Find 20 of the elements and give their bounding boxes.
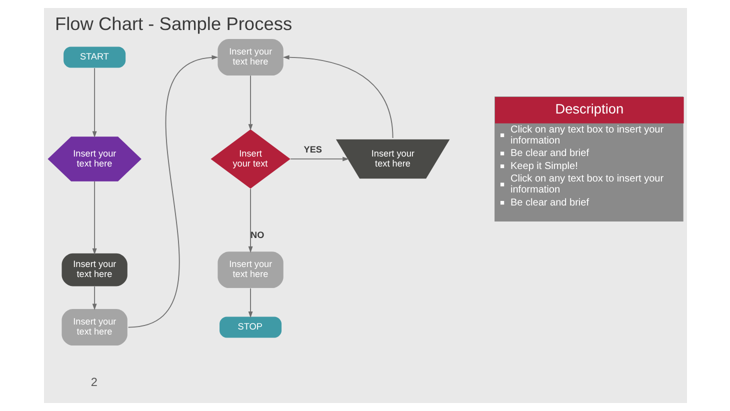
edge-label: YES — [303, 144, 322, 155]
label: 2 — [90, 375, 98, 390]
arrow — [92, 180, 96, 255]
arrow — [282, 55, 393, 138]
node-diamond: Insert your text — [210, 129, 290, 189]
diagram-title: Flow Chart - Sample Process — [54, 12, 292, 34]
node-box: Insert your text here — [61, 253, 127, 286]
arrow — [248, 288, 252, 318]
node-box: Insert your text here — [61, 309, 127, 346]
node-box: START — [63, 46, 126, 68]
node-box: Insert your text here — [217, 39, 283, 76]
arrow — [248, 188, 252, 253]
arrow — [248, 75, 252, 131]
arrow — [127, 55, 218, 328]
edge-label: NO — [250, 230, 264, 240]
node-box: STOP — [219, 316, 282, 338]
node-box: Insert your text here — [217, 252, 283, 288]
arrow — [92, 68, 96, 138]
arrow — [290, 156, 348, 162]
arrow — [92, 286, 96, 310]
